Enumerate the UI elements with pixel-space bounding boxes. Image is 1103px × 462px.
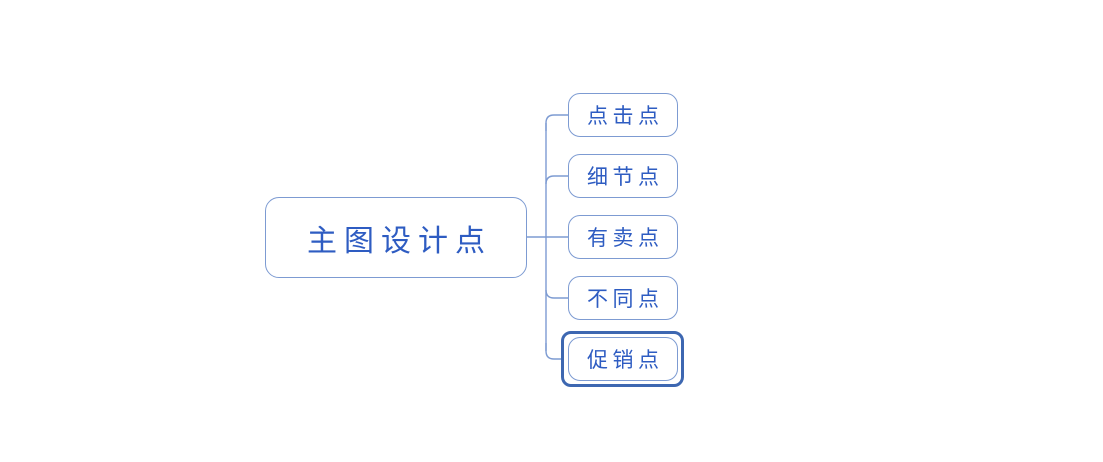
mindmap-root-node[interactable]: 主图设计点 — [265, 197, 527, 278]
selection-ring — [561, 331, 684, 387]
node-detail-point[interactable]: 细节点 — [568, 154, 678, 198]
node-difference-point[interactable]: 不同点 — [568, 276, 678, 320]
node-click-point[interactable]: 点击点 — [568, 93, 678, 137]
connector-to-promotion-point — [545, 343, 562, 360]
connector-to-click-point — [545, 114, 568, 131]
node-promotion-point[interactable]: 促销点 — [568, 337, 678, 381]
connector-to-detail-point — [545, 175, 568, 185]
node-selling-point[interactable]: 有卖点 — [568, 215, 678, 259]
connector-to-difference-point — [545, 289, 568, 299]
